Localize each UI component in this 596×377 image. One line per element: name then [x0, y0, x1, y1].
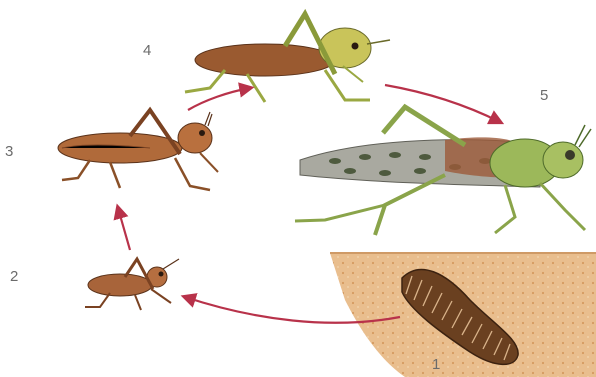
stage-label-1: 1	[432, 356, 440, 373]
nymph-stage-4	[185, 14, 390, 102]
arrow-4-to-5	[385, 85, 500, 122]
stage-label-5: 5	[540, 87, 548, 104]
stage-label-2: 2	[10, 268, 18, 285]
nymph-stage-2	[85, 259, 179, 310]
stage-label-4: 4	[143, 42, 151, 59]
stage-label-3: 3	[5, 143, 13, 160]
adult-grasshopper	[295, 107, 591, 235]
arrow-2-to-3	[118, 208, 130, 250]
nymph-stage-3	[58, 110, 218, 190]
